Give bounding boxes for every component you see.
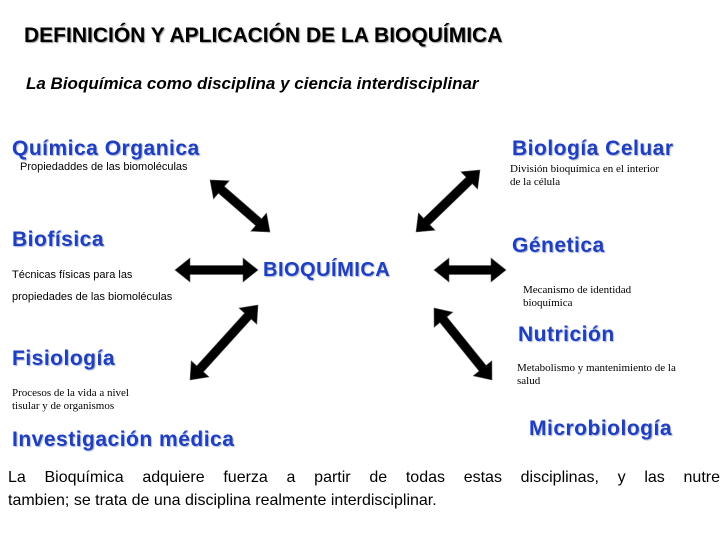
node-genetica-label: Génetica (512, 234, 605, 257)
node-fisiologia-label: Fisiología (12, 347, 116, 370)
arrow-quimica-organica (209, 179, 271, 233)
page-subtitle: La Bioquímica como disciplina y ciencia … (26, 74, 479, 93)
conclusion-line-1: La Bioquímica adquiere fuerza a partir d… (8, 469, 720, 486)
conclusion-paragraph: La Bioquímica adquiere fuerza a partir d… (8, 466, 720, 512)
arrow-biologia-celular (415, 169, 481, 233)
arrow-fisiologia (189, 304, 259, 381)
arrow-nutricion (433, 307, 493, 381)
node-microbiologia-label: Microbiología (529, 417, 672, 440)
node-nutricion-desc-line1: Metabolismo y mantenimiento de la (517, 362, 676, 374)
node-biologia-celular-desc-line1: División bioquímica en el interior (510, 163, 660, 175)
arrow-biofisica (174, 257, 259, 283)
conclusion-line-2: tambien; se trata de una disciplina real… (8, 492, 437, 509)
node-biologia-celular-label: Biología Celuar (512, 137, 674, 160)
page-title: DEFINICIÓN Y APLICACIÓN DE LA BIOQUÍMICA (24, 24, 503, 47)
node-investigacion-medica-label: Investigación médica (12, 428, 235, 451)
node-genetica-desc-line1: Mecanismo de identidad (523, 284, 632, 296)
arrow-genetica (433, 257, 507, 283)
node-biologia-celular-desc-line2: de la célula (510, 176, 561, 188)
node-quimica-organica-label: Química Organica (12, 137, 200, 160)
node-biofisica-desc-line2: propiedades de las biomoléculas (12, 291, 173, 303)
node-genetica-desc-line2: bioquímica (523, 297, 573, 309)
node-biofisica-label: Biofísica (12, 228, 105, 251)
center-node-bioquimica: BIOQUÍMICA (263, 259, 391, 281)
node-nutricion-label: Nutrición (518, 323, 615, 346)
node-quimica-organica-desc: Propiedaddes de las biomoléculas (20, 161, 188, 173)
node-fisiologia-desc-line2: tisular y de organismos (12, 400, 115, 412)
node-nutricion-desc-line2: salud (517, 375, 541, 387)
node-fisiologia-desc-line1: Procesos de la vida a nivel (12, 387, 129, 399)
node-biofisica-desc-line1: Técnicas físicas para las (12, 269, 133, 281)
